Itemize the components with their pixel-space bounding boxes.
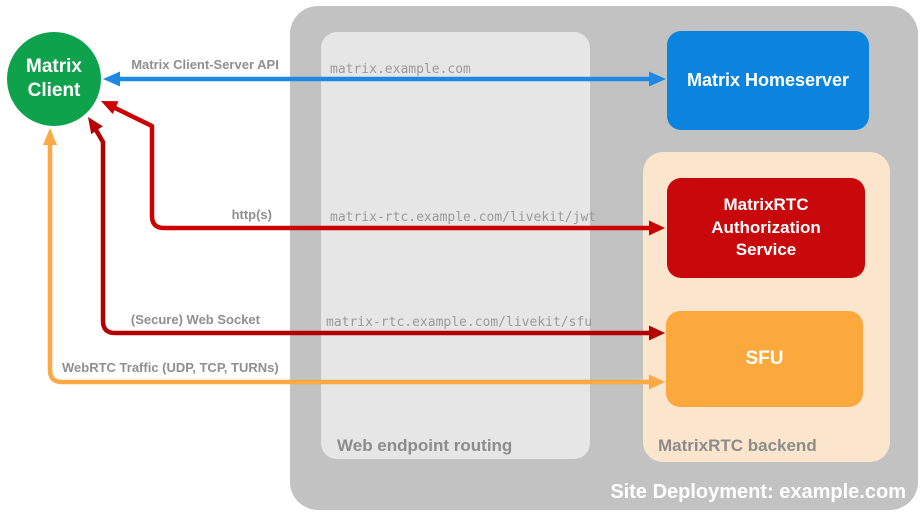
endpoint-livekit-sfu: matrix-rtc.example.com/livekit/sfu bbox=[326, 315, 593, 330]
node-sfu: SFU bbox=[666, 311, 863, 407]
endpoint-livekit-jwt: matrix-rtc.example.com/livekit/jwt bbox=[330, 210, 597, 225]
container-web-endpoint-routing bbox=[321, 32, 590, 459]
matrix-homeserver-label: Matrix Homeserver bbox=[686, 70, 850, 90]
endpoint-matrix-example-com: matrix.example.com bbox=[330, 62, 471, 77]
arrowhead-client-icon bbox=[43, 128, 57, 145]
edge-label-secure-web-socket: (Secure) Web Socket bbox=[130, 312, 260, 327]
matrixrtc-auth-label: MatrixRTC Authorization Service bbox=[711, 194, 821, 260]
matrixrtc-backend-label: MatrixRTC backend bbox=[658, 436, 817, 455]
node-matrix-homeserver: Matrix Homeserver bbox=[667, 31, 869, 130]
edge-label-webrtc-traffic: WebRTC Traffic (UDP, TCP, TURNs) bbox=[62, 360, 279, 375]
edge-label-client-server-api: Matrix Client-Server API bbox=[131, 57, 279, 72]
node-matrix-client: Matrix Client bbox=[7, 32, 101, 126]
arrowhead-left-icon bbox=[103, 71, 120, 87]
sfu-label: SFU bbox=[745, 348, 784, 369]
edge-label-https: http(s) bbox=[231, 207, 272, 222]
matrix-client-label: Matrix Client bbox=[26, 56, 82, 101]
arrowhead-client-icon bbox=[101, 101, 119, 114]
arrowhead-client-icon bbox=[88, 117, 103, 135]
site-deployment-label: Site Deployment: example.com bbox=[610, 481, 906, 503]
node-matrixrtc-authorization-service: MatrixRTC Authorization Service bbox=[667, 178, 865, 278]
web-endpoint-routing-label: Web endpoint routing bbox=[337, 436, 513, 455]
